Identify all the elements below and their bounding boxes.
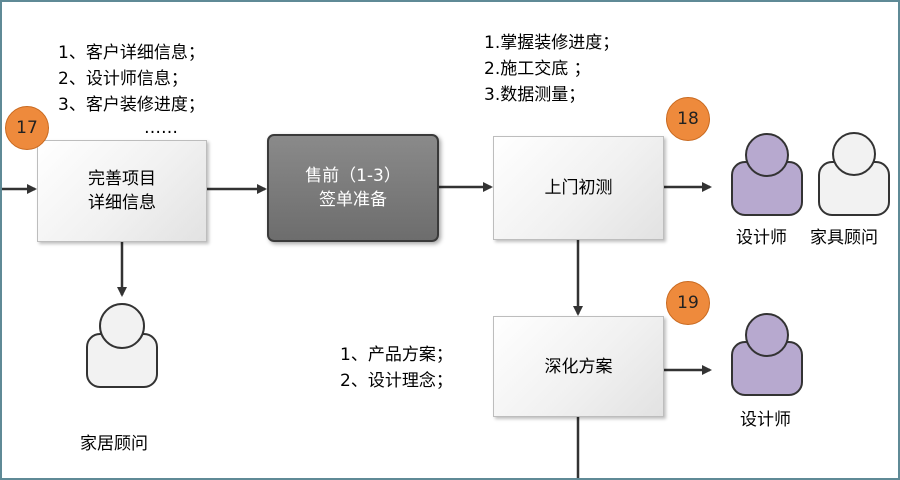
note-line: 1、客户详细信息； [58,43,205,63]
note-line: 3、客户装修进度； [58,95,205,115]
person-icon [731,313,803,396]
step-badge-18: 18 [666,97,710,141]
complete-project-box: 完善项目 详细信息 [37,140,207,242]
note-line: 3.数据测量； [484,85,586,105]
measure-info-notes: 1.掌握装修进度； 2.施工交底 ； 3.数据测量； [484,30,619,108]
box-label-line: 详细信息 [88,193,156,213]
furniture-consultant-label: 家具顾问 [810,228,878,248]
note-line: 2、设计理念； [340,371,453,391]
note-line: 2.施工交底 ； [484,59,591,79]
designer-label: 设计师 [736,228,787,248]
note-line: 1、产品方案； [340,345,453,365]
box-label: 深化方案 [544,356,613,377]
person-icon [731,133,803,216]
person-icon [818,132,890,216]
box-label-line: 售前（1-3） [305,166,401,186]
presale-box: 售前（1-3） 签单准备 [267,134,439,242]
customer-info-notes: 1、客户详细信息； 2、设计师信息； 3、客户装修进度； …… [58,40,205,138]
step-badge-19: 19 [666,281,710,325]
box-label-line: 签单准备 [319,190,387,210]
box-label: 上门初测 [544,178,613,198]
person-icon [86,303,158,388]
onsite-measure-box: 上门初测 [493,136,664,240]
note-line: 2、设计师信息； [58,69,188,89]
designer-label: 设计师 [740,410,791,430]
deepen-plan-box: 深化方案 [493,316,664,417]
step-badge-17: 17 [5,106,49,150]
box-label-line: 完善项目 [88,169,156,189]
home-consultant-label: 家居顾问 [80,434,148,454]
note-line: 1.掌握装修进度； [484,33,620,53]
note-ellipsis: …… [144,118,178,138]
plan-info-notes: 1、产品方案； 2、设计理念； [340,342,453,394]
